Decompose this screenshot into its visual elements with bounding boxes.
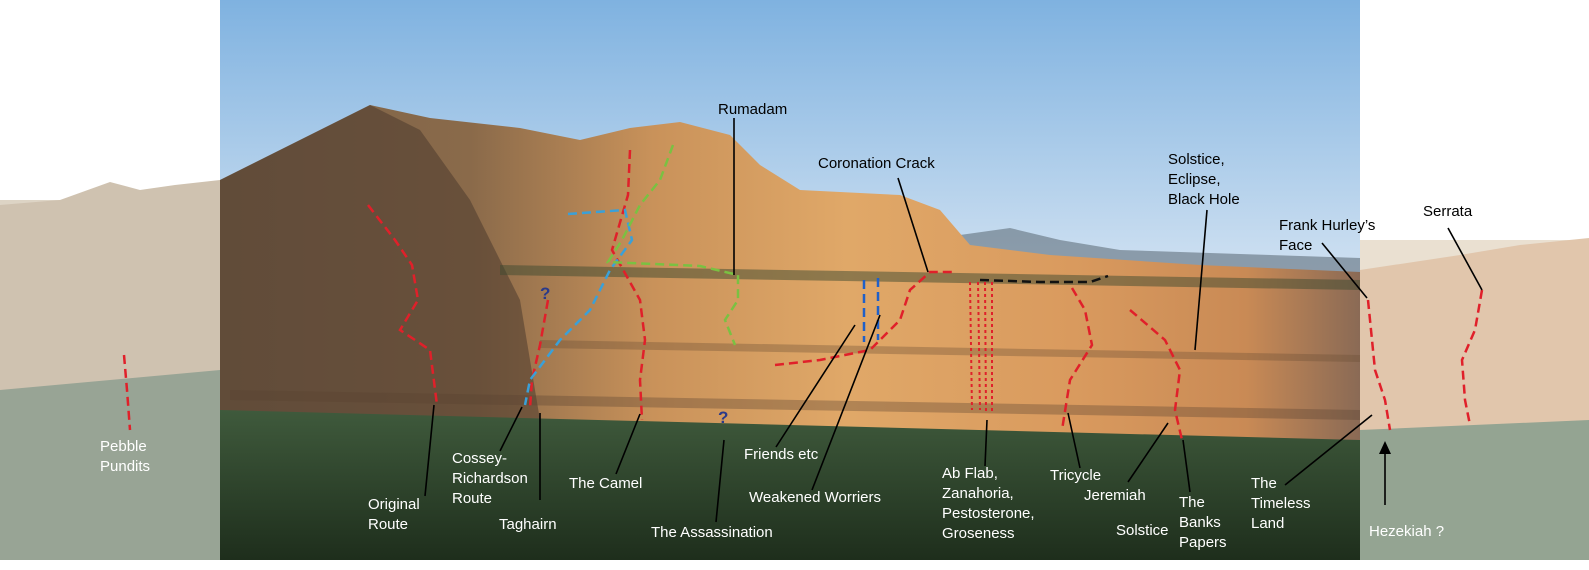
route-frank-hurley: [1366, 299, 1392, 431]
question-mark: ?: [718, 408, 729, 427]
leader-lines: [424, 118, 1483, 523]
right-panel: [1360, 238, 1589, 560]
label-tricycle: Tricycle: [1050, 467, 1102, 484]
arrowhead: [1379, 441, 1391, 454]
route-ab-flab-group: [969, 281, 993, 413]
label-coronation-crack: Coronation Crack: [818, 155, 935, 172]
route-solstice: [1129, 309, 1184, 441]
label-weakened-worriers: Weakened Worriers: [749, 489, 881, 506]
route-tricycle: [1060, 287, 1094, 431]
label-timeless-land: The Timeless Land: [1251, 475, 1311, 532]
label-the-assassination: The Assassination: [651, 524, 773, 541]
label-solstice: Solstice: [1116, 522, 1169, 539]
route-blue-left: [523, 208, 634, 406]
question-mark: ?: [540, 284, 551, 303]
label-serrata: Serrata: [1423, 203, 1473, 220]
route-friends-weakened: [774, 270, 955, 367]
route-lines: [122, 144, 1484, 441]
route-camel: [610, 149, 647, 421]
label-banks-papers: The Banks Papers: [1179, 494, 1227, 551]
label-solstice-group: Solstice, Eclipse, Black Hole: [1168, 151, 1240, 208]
label-ab-flab-group: Ab Flab, Zanahoria, Pestosterone, Grosen…: [942, 465, 1035, 542]
label-friends-etc: Friends etc: [744, 446, 819, 463]
label-jeremiah: Jeremiah: [1084, 487, 1146, 504]
route-pebble-pundits: [122, 354, 132, 431]
route-black: [979, 274, 1109, 284]
label-pebble-pundits: Pebble Pundits: [100, 438, 151, 475]
label-hezekiah: Hezekiah ?: [1369, 523, 1445, 540]
label-cossey-richardson: Cossey- Richardson Route: [452, 450, 528, 507]
route-green: [605, 144, 740, 346]
label-original-route: Original Route: [368, 496, 420, 533]
left-panel: [0, 180, 220, 560]
label-taghairn: Taghairn: [499, 516, 557, 533]
route-cossey-richardson: [528, 299, 550, 409]
label-frank-hurley: Frank Hurley’s Face: [1279, 217, 1376, 254]
route-original: [367, 204, 439, 406]
label-rumadam: Rumadam: [718, 101, 788, 118]
route-serrata: [1460, 289, 1484, 426]
label-the-camel: The Camel: [569, 475, 643, 492]
main-photo: [220, 0, 1360, 560]
